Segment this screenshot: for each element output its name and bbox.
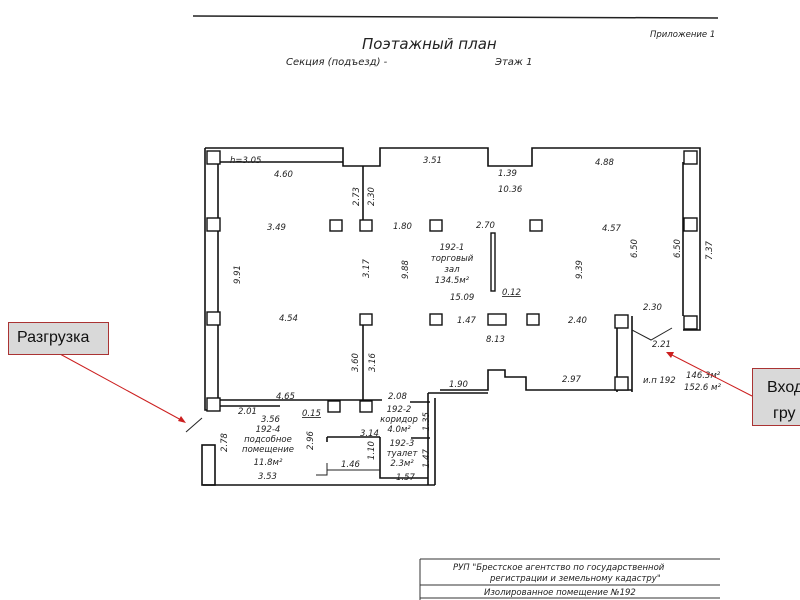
svg-text:3.17: 3.17: [362, 258, 372, 278]
room-corridor-label: 192-2 коридор 4.0м²: [380, 405, 418, 435]
svg-text:11.8м²: 11.8м²: [254, 458, 283, 468]
svg-text:3.53: 3.53: [258, 472, 277, 482]
walls: [185, 147, 701, 486]
svg-text:2.70: 2.70: [476, 221, 495, 231]
section-label: Секция (подъезд) -: [286, 57, 388, 68]
svg-text:9.91: 9.91: [233, 265, 243, 284]
svg-text:3.16: 3.16: [368, 352, 378, 372]
svg-text:1.46: 1.46: [341, 460, 361, 470]
svg-text:подсобное: подсобное: [244, 435, 292, 445]
svg-text:коридор: коридор: [380, 415, 418, 425]
svg-text:0.15: 0.15: [302, 409, 321, 419]
svg-text:2.30: 2.30: [643, 303, 662, 313]
svg-text:1.90: 1.90: [449, 380, 468, 390]
svg-text:1.10: 1.10: [367, 441, 377, 460]
svg-text:4.88: 4.88: [595, 158, 615, 168]
title-stamp: РУП "Брестское агентство по государствен…: [419, 558, 720, 600]
svg-text:1.80: 1.80: [393, 222, 412, 232]
svg-text:134.5м²: 134.5м²: [435, 276, 470, 286]
svg-text:и.п 192: и.п 192: [643, 376, 676, 386]
svg-text:4.60: 4.60: [274, 170, 293, 180]
svg-text:146.3м²: 146.3м²: [686, 371, 721, 381]
svg-text:4.54: 4.54: [279, 314, 298, 324]
svg-text:2.3м²: 2.3м²: [390, 459, 414, 469]
totals: и.п 192 146.3м² 152.6 м²: [643, 371, 721, 393]
svg-text:3.56: 3.56: [261, 415, 281, 425]
appendix-label: Приложение 1: [650, 30, 715, 40]
svg-text:2.30: 2.30: [367, 187, 377, 206]
entrance-callout-line2: гру: [773, 405, 796, 422]
floor-label: Этаж 1: [494, 57, 533, 68]
svg-text:2.73: 2.73: [352, 187, 362, 206]
svg-text:Изолированное помещение №192: Изолированное помещение №192: [484, 588, 636, 598]
entrance-callout-line1: Вход: [767, 379, 800, 396]
svg-text:7.37: 7.37: [705, 240, 715, 260]
entrance-callout: Вход гру: [752, 368, 800, 426]
svg-text:192-2: 192-2: [387, 405, 412, 415]
svg-text:192-1: 192-1: [440, 243, 465, 253]
svg-text:10.36: 10.36: [498, 185, 523, 195]
unloading-callout-text: Разгрузка: [17, 329, 90, 346]
svg-text:туалет: туалет: [387, 449, 419, 459]
svg-text:1.47: 1.47: [457, 316, 477, 326]
svg-text:9.39: 9.39: [575, 260, 585, 279]
plan-title: Поэтажный план: [362, 35, 497, 53]
svg-text:зал: зал: [444, 265, 460, 275]
svg-text:4.65: 4.65: [276, 392, 295, 402]
svg-text:6.50: 6.50: [630, 239, 640, 258]
svg-text:152.6 м²: 152.6 м²: [684, 383, 721, 393]
svg-text:2.08: 2.08: [388, 392, 408, 402]
svg-text:3.14: 3.14: [360, 429, 379, 439]
room-toilet-label: 192-3 туалет 2.3м²: [387, 439, 419, 469]
svg-text:1.47: 1.47: [422, 448, 432, 468]
svg-text:6.50: 6.50: [673, 239, 683, 258]
svg-text:регистрации и земельному кадас: регистрации и земельному кадастру": [489, 574, 661, 584]
svg-text:4.0м²: 4.0м²: [387, 425, 411, 435]
pillars: [206, 150, 698, 413]
unloading-callout: Разгрузка: [8, 322, 109, 355]
svg-text:1.39: 1.39: [498, 169, 517, 179]
svg-text:3.51: 3.51: [423, 156, 442, 166]
svg-text:192-3: 192-3: [390, 439, 415, 449]
room-utility-label: 192-4 подсобное помещение 11.8м²: [242, 425, 294, 468]
svg-text:h=3.05: h=3.05: [230, 156, 261, 166]
callout-arrows: [59, 352, 753, 423]
dimension-labels: h=3.05 4.60 3.51 4.88 1.39 10.36 2.73 2.…: [220, 156, 715, 483]
svg-text:4.57: 4.57: [602, 224, 622, 234]
svg-text:0.12: 0.12: [502, 288, 521, 298]
svg-text:2.96: 2.96: [306, 430, 316, 450]
room-hall-label: 192-1 торговый зал 134.5м²: [431, 243, 474, 286]
svg-text:торговый: торговый: [431, 254, 474, 264]
top-rule: [192, 15, 719, 19]
svg-text:2.78: 2.78: [220, 432, 230, 452]
svg-text:1.35: 1.35: [422, 412, 432, 431]
svg-text:2.01: 2.01: [238, 407, 257, 417]
svg-text:8.13: 8.13: [486, 335, 505, 345]
svg-text:РУП "Брестское агентство по го: РУП "Брестское агентство по государствен…: [453, 563, 665, 573]
svg-text:3.49: 3.49: [267, 223, 286, 233]
svg-text:2.21: 2.21: [652, 340, 671, 350]
svg-text:2.40: 2.40: [568, 316, 587, 326]
svg-text:3.60: 3.60: [351, 353, 361, 372]
svg-text:9.88: 9.88: [401, 259, 411, 279]
svg-text:2.97: 2.97: [562, 375, 582, 385]
svg-text:помещение: помещение: [242, 445, 294, 455]
svg-text:192-4: 192-4: [256, 425, 281, 435]
svg-text:15.09: 15.09: [450, 293, 474, 303]
svg-text:1.57: 1.57: [396, 473, 416, 483]
